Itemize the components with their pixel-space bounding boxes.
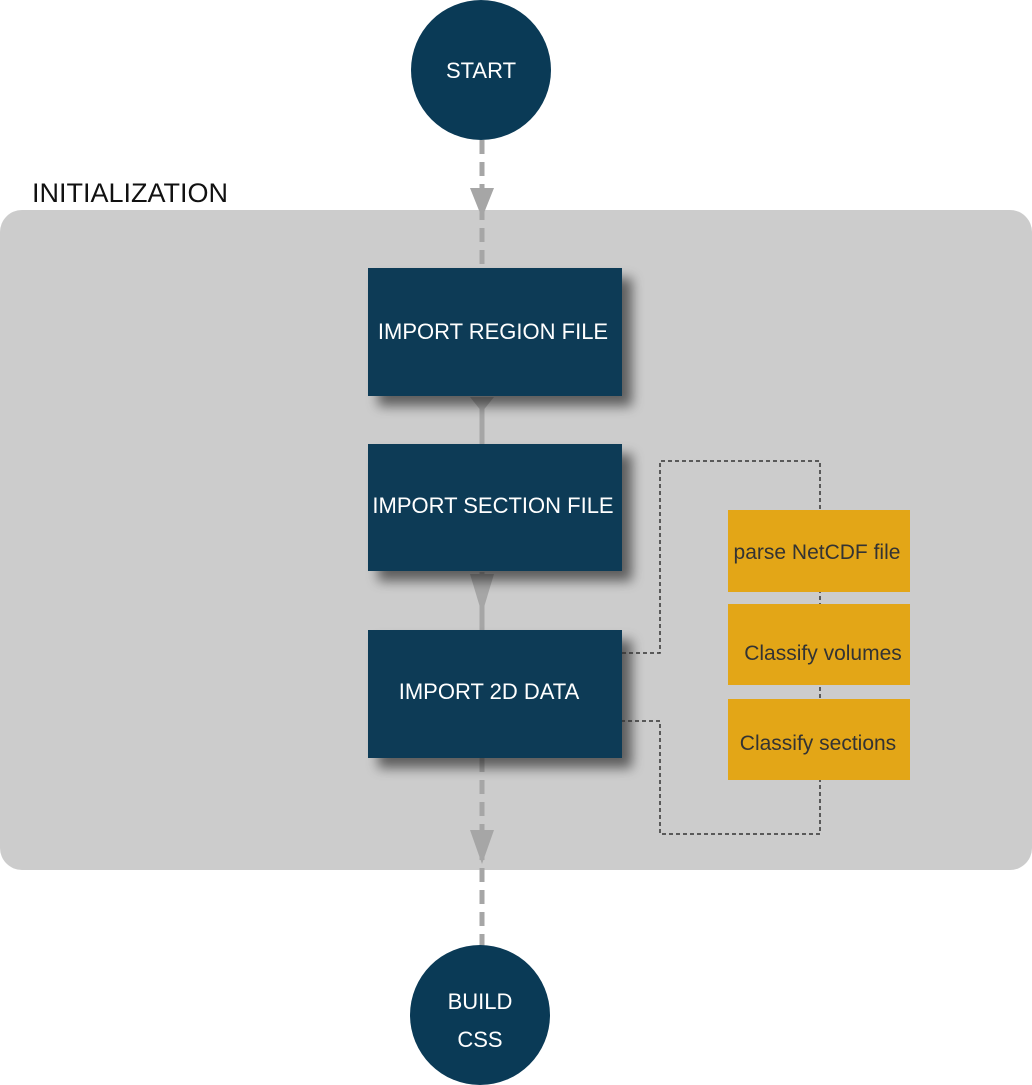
build-css-label-line1: BUILD: [448, 989, 513, 1014]
arrow-head: [470, 830, 494, 864]
step-label-region: IMPORT REGION FILE: [378, 319, 608, 344]
step-label-section: IMPORT SECTION FILE: [372, 493, 613, 518]
substep-label-volumes: Classify volumes: [744, 642, 902, 665]
substep-parse-netcdf: [728, 510, 910, 592]
build-css-label-line2: CSS: [457, 1027, 502, 1052]
arrow-head: [470, 188, 494, 218]
substep-classify-volumes: [728, 604, 910, 685]
substep-label-sections: Classify sections: [740, 732, 896, 755]
step-import-2d-data: [368, 630, 622, 758]
substep-classify-sections: [728, 699, 910, 780]
arrow-head: [470, 397, 494, 412]
substep-label-parse: parse NetCDF file: [734, 541, 901, 564]
step-import-section-file: [368, 444, 622, 571]
arrow-head: [470, 574, 494, 614]
step-label-2d: IMPORT 2D DATA: [399, 679, 580, 704]
build-css-node: [410, 945, 550, 1085]
step-import-region-file: [368, 268, 622, 396]
start-node-label: START: [446, 58, 516, 83]
start-node: [411, 0, 551, 140]
section-title: INITIALIZATION: [32, 178, 228, 208]
